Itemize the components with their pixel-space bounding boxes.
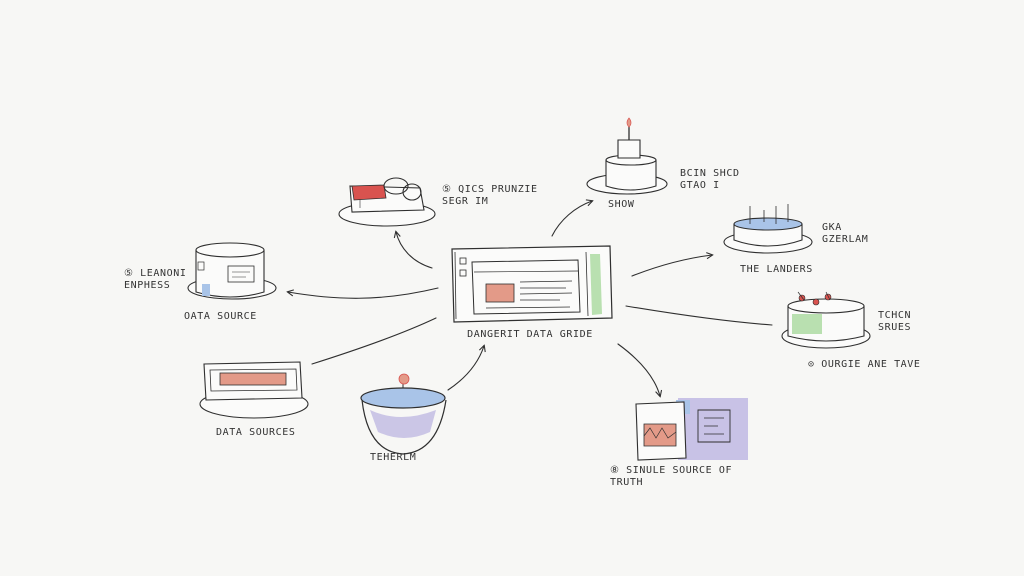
- data-source-label: OATA SOURCE: [184, 311, 257, 322]
- top-cake-label: ⑤ QICS PRUNZIE SEGR IM: [442, 184, 538, 207]
- monitor-sketch: [635, 398, 748, 461]
- pool-label: THE LANDERS: [740, 264, 813, 275]
- center-label: DANGERIT DATA GRIDE: [467, 329, 593, 340]
- arrow-to-top-cake: [396, 232, 433, 269]
- tray-sketch: [199, 361, 309, 419]
- right-cake-label: ⊙ OURGIE ANE TAVE: [808, 359, 921, 370]
- arrow-to-candle-cake: [551, 201, 592, 237]
- data-source-note: ⑤ LEANONI ENPHESS: [124, 268, 187, 291]
- arrow-to-pool: [631, 255, 712, 277]
- connectors: [288, 201, 773, 396]
- candle-cake-note: BCIN SHCD GTAO I: [680, 168, 740, 191]
- central-dashboard-sketch: [451, 245, 613, 323]
- candle-cake-sketch: [586, 117, 668, 195]
- monitor-label: ⑧ SINULE SOURCE OF TRUTH: [610, 465, 733, 488]
- bowl-sketch: [360, 373, 447, 455]
- line-to-right-cake: [625, 305, 773, 326]
- right-cake-sketch: [781, 291, 871, 349]
- tray-label: DATA SOURCES: [216, 427, 296, 438]
- data-source-cake-sketch: [187, 242, 277, 300]
- arrow-to-data-source: [288, 287, 439, 299]
- right-cake-note: TCHCN SRUES: [878, 310, 912, 333]
- candle-cake-label: SHOW: [608, 199, 635, 210]
- arrow-to-monitor: [617, 343, 660, 396]
- pool-note: GKA GZERLAM: [822, 222, 869, 245]
- arrow-to-bowl: [447, 346, 484, 391]
- pool-sketch: [723, 204, 813, 254]
- line-to-tray: [311, 317, 437, 365]
- bowl-label: TEHERLM: [370, 452, 417, 463]
- top-cake-sketch: [338, 177, 436, 227]
